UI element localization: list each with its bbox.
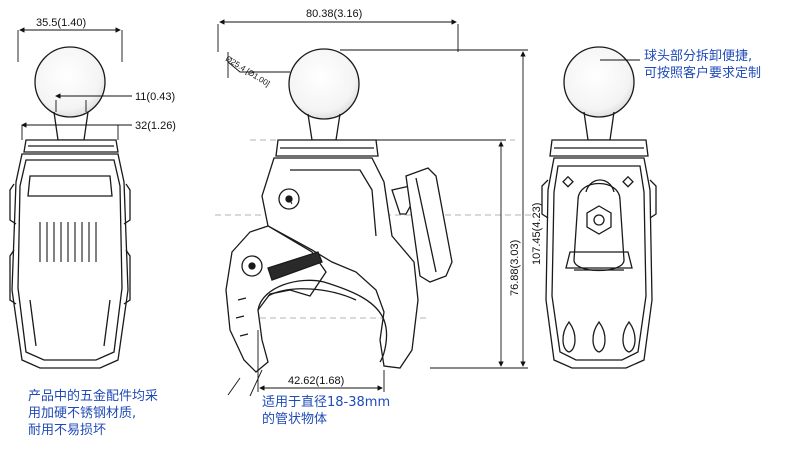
- dim-jaw-opening: 42.62(1.68): [288, 375, 344, 387]
- note-tube-range-line-2: 的管状物体: [262, 412, 328, 427]
- note-material: 产品中的五金配件均采 用加硬不锈钢材质, 耐用不易损坏: [28, 388, 158, 439]
- center-dimensions: [217, 19, 528, 397]
- note-tube-range-line-1: 适用于直径18-38mm: [262, 395, 391, 410]
- note-tube-range: 适用于直径18-38mm 的管状物体: [262, 394, 390, 428]
- rear-view-right: [541, 46, 657, 369]
- note-ball-head: 球头部分拆卸便捷, 可按照客户要求定制: [644, 48, 761, 82]
- side-view-left: [9, 46, 131, 369]
- note-ball-head-line-1: 球头部分拆卸便捷,: [644, 49, 753, 64]
- ball-right: [563, 46, 635, 118]
- ball-left: [34, 46, 106, 118]
- front-view-center: [225, 48, 453, 373]
- dim-base-width: 32(1.26): [135, 120, 176, 132]
- ball-center: [288, 48, 360, 120]
- note-material-line-1: 产品中的五金配件均采: [28, 389, 159, 404]
- note-ball-head-line-2: 可按照客户要求定制: [644, 66, 762, 81]
- dim-clamp-height: 76.88(3.03): [509, 240, 521, 296]
- dim-overall-height: 107.45(4.23): [531, 203, 543, 265]
- dim-ball-neck: 11(0.43): [135, 91, 175, 103]
- dim-overall-width: 80.38(3.16): [306, 8, 362, 20]
- dim-top-width: 35.5(1.40): [36, 17, 86, 29]
- note-material-line-3: 耐用不易损坏: [28, 423, 107, 438]
- note-material-line-2: 用加硬不锈钢材质,: [28, 406, 137, 421]
- left-dimensions: [17, 27, 132, 140]
- dim-ball-diameter: Ø25.4 [Ø1.00]: [224, 54, 271, 88]
